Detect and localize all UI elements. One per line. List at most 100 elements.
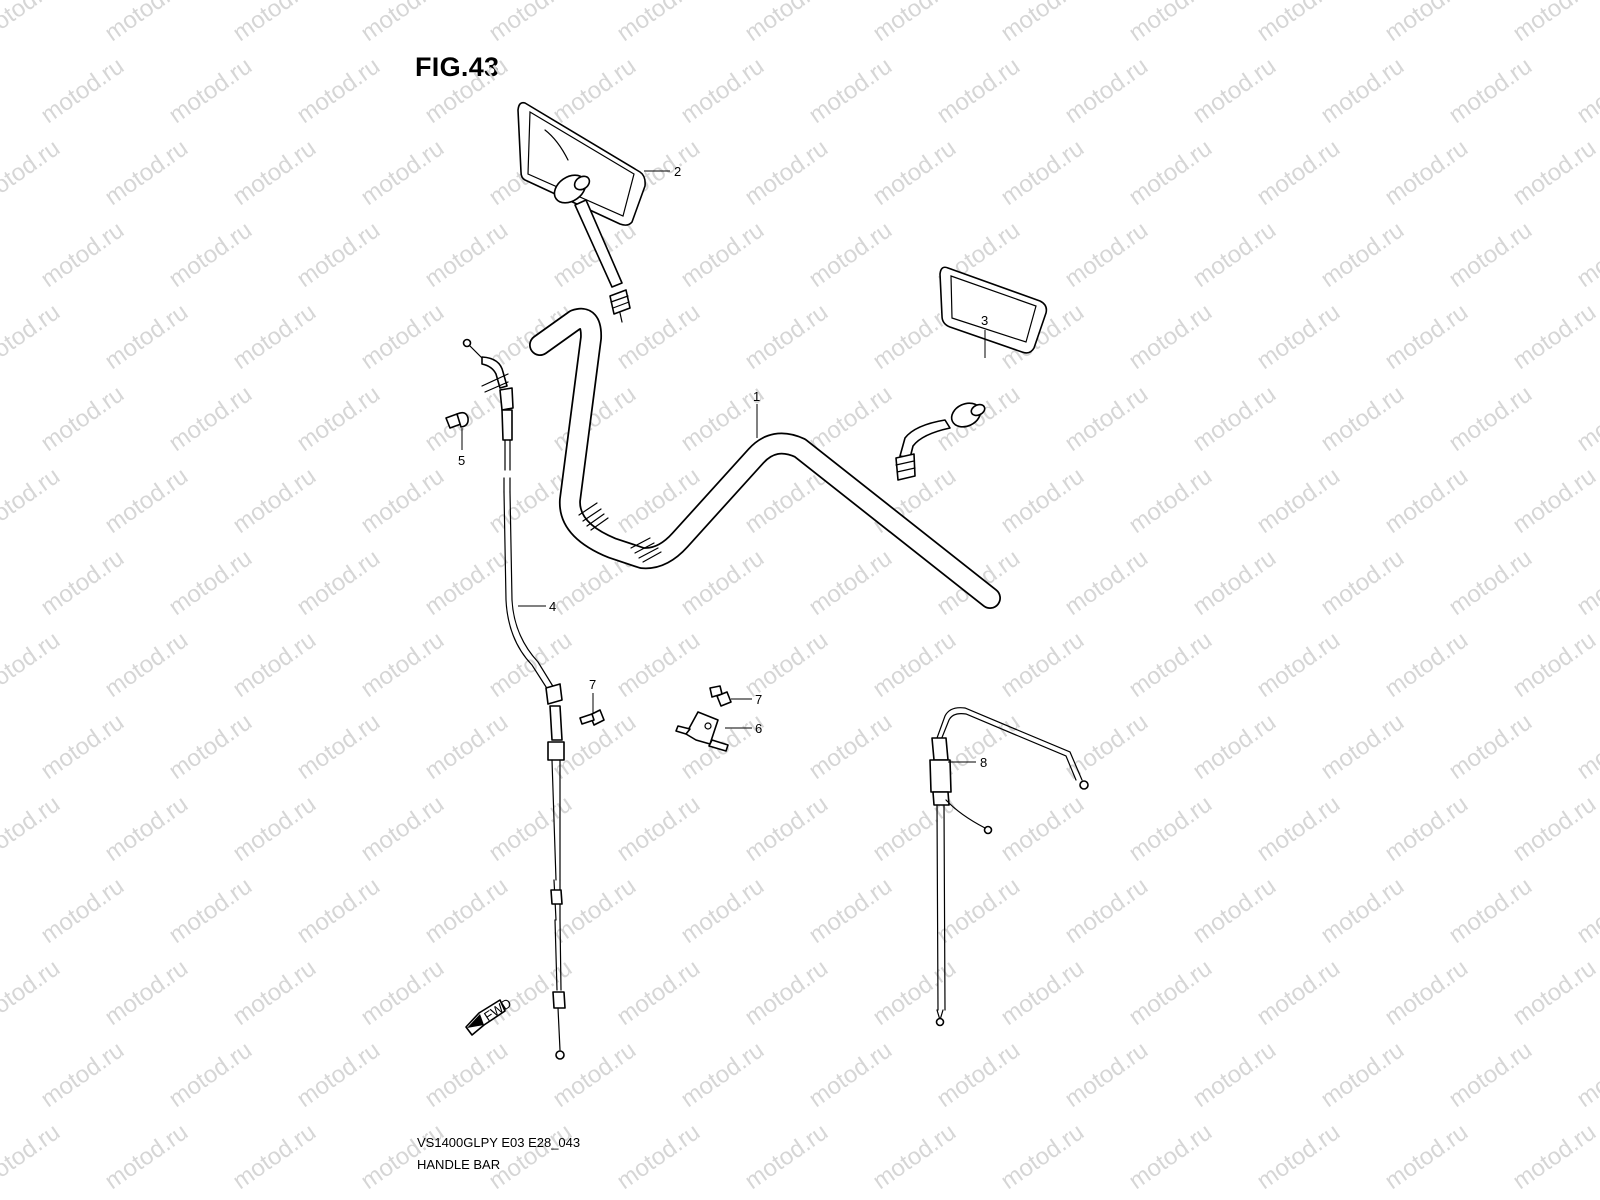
watermark-text: motod.ru [228, 0, 321, 47]
watermark-text: motod.ru [1252, 626, 1345, 702]
part-1-handle-bar[interactable] [529, 307, 1001, 609]
watermark-text: motod.ru [0, 0, 65, 47]
watermark-text: motod.ru [1380, 462, 1473, 538]
watermark-text: motod.ru [420, 1036, 513, 1112]
part-8-cable[interactable] [929, 707, 1089, 1027]
watermark-text: motod.ru [484, 626, 577, 702]
watermark-text: motod.ru [996, 626, 1089, 702]
figure-title: FIG.43 [415, 52, 500, 82]
watermark-text: motod.ru [996, 954, 1089, 1030]
watermark-text: motod.ru [36, 708, 129, 784]
callout-8: 8 [980, 755, 987, 770]
watermark-text: motod.ru [0, 298, 65, 374]
watermark-text: motod.ru [292, 1036, 385, 1112]
watermark-text: motod.ru [676, 1036, 769, 1112]
watermark-text: motod.ru [228, 298, 321, 374]
watermark-text: motod.ru [36, 52, 129, 128]
watermark-text: motod.ru [932, 52, 1025, 128]
watermark-text: motod.ru [0, 380, 1, 456]
callout-2: 2 [674, 164, 681, 179]
watermark-text: motod.ru [0, 1118, 65, 1194]
watermark-text: motod.ru [36, 544, 129, 620]
watermark-text: motod.ru [996, 462, 1089, 538]
watermark-text: motod.ru [932, 1036, 1025, 1112]
callout-5: 5 [458, 453, 465, 468]
watermark-text: motod.ru [1444, 708, 1537, 784]
watermark-text: motod.ru [356, 298, 449, 374]
watermark-text: motod.ru [548, 1036, 641, 1112]
watermark-text: motod.ru [996, 134, 1089, 210]
watermark-text: motod.ru [164, 380, 257, 456]
watermark-text: motod.ru [0, 872, 1, 948]
watermark-text: motod.ru [868, 1118, 961, 1194]
watermark-text: motod.ru [1060, 1036, 1153, 1112]
part-2-left-mirror[interactable] [517, 101, 646, 323]
watermark-text: motod.ru [0, 134, 65, 210]
callout-1: 1 [753, 389, 760, 404]
watermark-text: motod.ru [1188, 216, 1281, 292]
watermark-text: motod.ru [356, 134, 449, 210]
watermark-text: motod.ru [676, 544, 769, 620]
watermark-text: motod.ru [1188, 544, 1281, 620]
watermark-text: motod.ru [0, 216, 1, 292]
watermark-text: motod.ru [36, 380, 129, 456]
watermark-text: motod.ru [1316, 708, 1409, 784]
part-4-throttle-cable[interactable] [445, 338, 566, 1060]
watermark-text: motod.ru [1124, 626, 1217, 702]
watermark-text: motod.ru [740, 790, 833, 866]
watermark-text: motod.ru [996, 790, 1089, 866]
watermark-text: motod.ru [996, 1118, 1089, 1194]
watermark-text: motod.ru [612, 954, 705, 1030]
watermark-text: motod.ru [1572, 708, 1600, 784]
watermark-text: motod.ru [0, 708, 1, 784]
watermark-text: motod.ru [164, 544, 257, 620]
watermark-text: motod.ru [804, 52, 897, 128]
watermark-text: motod.ru [1444, 872, 1537, 948]
watermark-text: motod.ru [1252, 134, 1345, 210]
watermark-text: motod.ru [164, 872, 257, 948]
watermark-text: motod.ru [292, 708, 385, 784]
watermark-text: motod.ru [1252, 0, 1345, 47]
watermark-text: motod.ru [292, 52, 385, 128]
watermark-text: motod.ru [356, 954, 449, 1030]
part-6-clamp[interactable] [675, 711, 729, 752]
watermark-text: motod.ru [356, 626, 449, 702]
watermark-text: motod.ru [1124, 0, 1217, 47]
watermark-text: motod.ru [36, 872, 129, 948]
watermark-text: motod.ru [612, 626, 705, 702]
watermark-text: motod.ru [804, 216, 897, 292]
watermark-text: motod.ru [1508, 790, 1600, 866]
watermark-text: motod.ru [420, 708, 513, 784]
leader-lines [461, 170, 986, 763]
part-7-bolt-a[interactable] [579, 709, 605, 726]
watermark-text: motod.ru [36, 216, 129, 292]
watermark-text: motod.ru [676, 216, 769, 292]
watermark-text: motod.ru [420, 52, 513, 128]
watermark-text: motod.ru [1252, 1118, 1345, 1194]
watermark-text: motod.ru [164, 52, 257, 128]
watermark-text: motod.ru [1316, 1036, 1409, 1112]
watermark-text: motod.ru [1060, 216, 1153, 292]
watermark-text: motod.ru [228, 1118, 321, 1194]
watermark-text: motod.ru [1188, 708, 1281, 784]
watermark-text: motod.ru [100, 1118, 193, 1194]
watermark-text: motod.ru [1060, 872, 1153, 948]
watermark-text: motod.ru [1380, 298, 1473, 374]
watermark-text: motod.ru [100, 134, 193, 210]
watermark-text: motod.ru [420, 544, 513, 620]
callout-7-a: 7 [589, 677, 596, 692]
watermark-text: motod.ru [1444, 216, 1537, 292]
watermark-text: motod.ru [1124, 298, 1217, 374]
watermark-text: motod.ru [292, 380, 385, 456]
watermark-text: motod.ru [0, 790, 65, 866]
watermark-text: motod.ru [1508, 462, 1600, 538]
part-3-right-mirror[interactable] [895, 266, 1048, 481]
watermark-text: motod.ru [228, 954, 321, 1030]
watermark-text: motod.ru [36, 1036, 129, 1112]
watermark-text: motod.ru [356, 790, 449, 866]
watermark-text: motod.ru [0, 462, 65, 538]
watermark-text: motod.ru [1508, 626, 1600, 702]
part-7-bolt-b[interactable] [709, 685, 732, 707]
callout-6: 6 [755, 721, 762, 736]
watermark-text: motod.ru [1252, 462, 1345, 538]
